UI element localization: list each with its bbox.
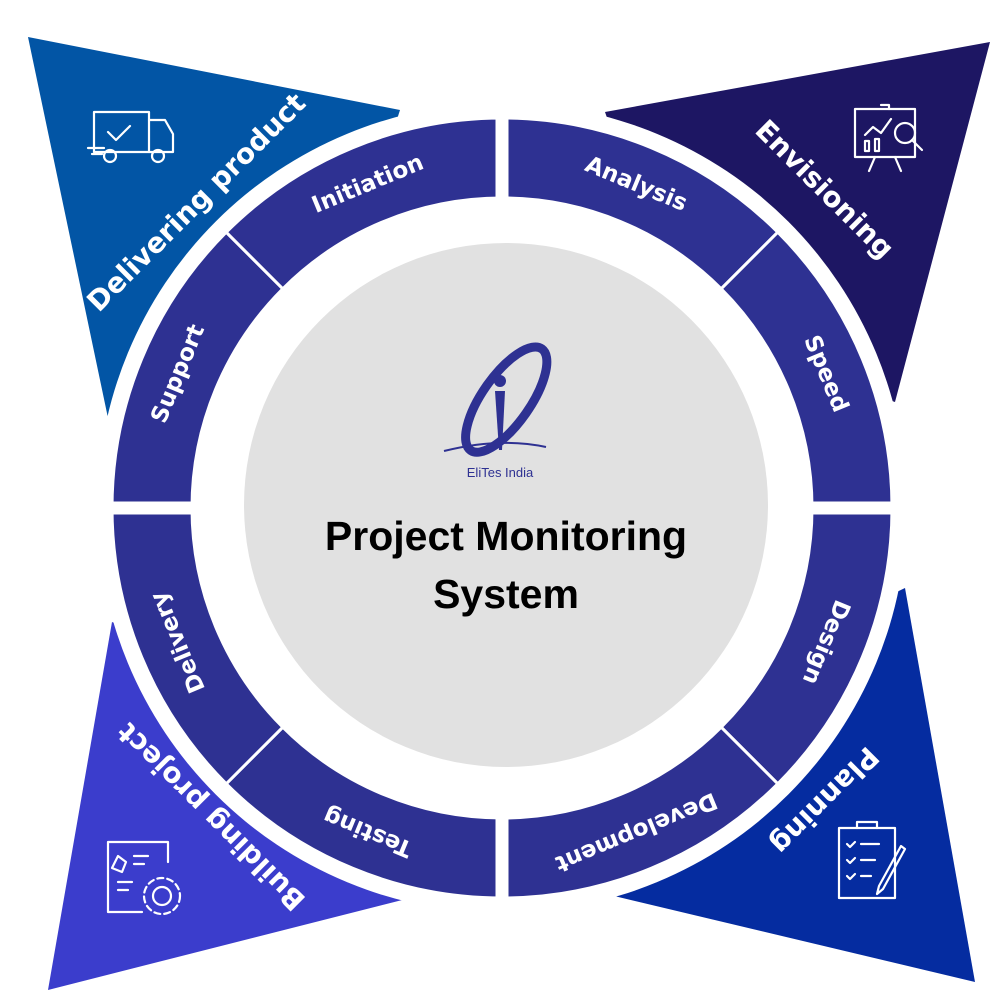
presentation-analytics-icon [853, 103, 924, 173]
blueprint-gear-icon [106, 840, 182, 916]
title-line-1: Project Monitoring [325, 513, 687, 559]
center-circle [244, 243, 768, 767]
clipboard-checklist-icon [837, 820, 907, 900]
delivery-truck-icon [86, 110, 175, 164]
title-line-2: System [433, 571, 579, 617]
elites-india-logo: EliTes India [443, 342, 552, 480]
logo-text: EliTes India [467, 465, 534, 480]
